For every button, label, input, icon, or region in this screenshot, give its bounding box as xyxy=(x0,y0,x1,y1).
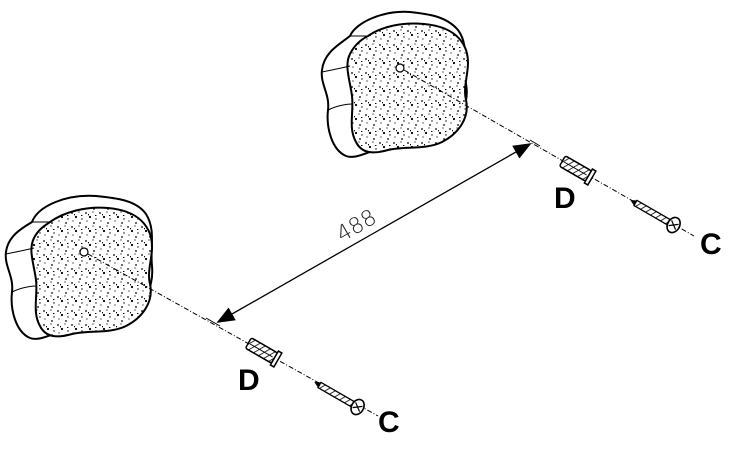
wall-block-lower xyxy=(4,194,154,340)
wall-plug-lower xyxy=(245,337,283,368)
screw-lower xyxy=(314,381,365,416)
dimension-line xyxy=(216,143,532,323)
axis-line-upper xyxy=(403,69,695,237)
extension-line-upper xyxy=(529,139,541,147)
label-screw-lower: C xyxy=(378,406,400,439)
label-screw-upper: C xyxy=(700,228,722,261)
label-wall-plug-lower: D xyxy=(238,364,260,397)
label-wall-plug-upper: D xyxy=(554,182,576,215)
drill-hole-lower xyxy=(79,247,89,257)
dimension-value: 488 xyxy=(332,205,381,248)
wall-plug-upper xyxy=(559,155,597,186)
extension-line-lower xyxy=(205,317,221,327)
screw-upper xyxy=(630,199,681,234)
drill-hole-upper xyxy=(395,63,405,73)
wall-block-upper xyxy=(320,10,469,158)
